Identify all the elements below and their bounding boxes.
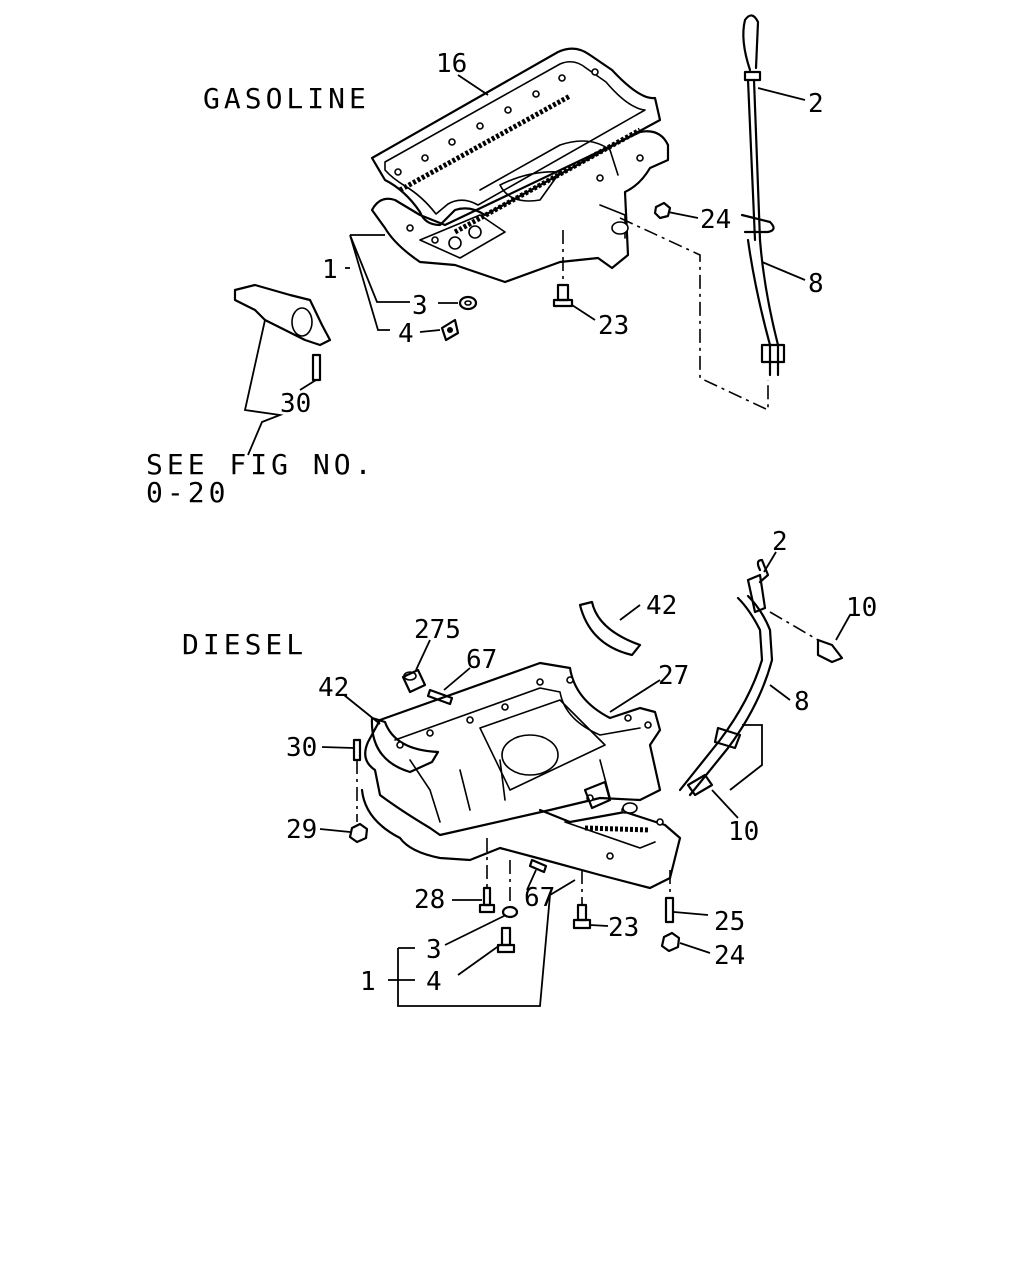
diesel-heading: DIESEL	[182, 628, 307, 661]
label-2-gas: 2	[808, 89, 824, 119]
label-30-diesel: 30	[286, 733, 317, 763]
label-25: 25	[714, 907, 745, 937]
label-67-bottom: 67	[524, 883, 555, 913]
label-42-left: 42	[318, 673, 349, 703]
pin-part-67-bottom	[528, 858, 548, 874]
washer-part-3-diesel	[501, 905, 519, 919]
see-fig-line-2: 0-20	[146, 476, 229, 509]
label-8-diesel: 8	[794, 687, 810, 717]
label-275: 275	[414, 615, 461, 645]
label-2-diesel: 2	[772, 527, 788, 557]
cover-part-30-gas	[233, 283, 332, 456]
label-67-top: 67	[466, 645, 497, 675]
label-27: 27	[658, 661, 689, 691]
label-24-gas: 24	[700, 205, 731, 235]
label-4-gas: 4	[398, 319, 414, 349]
see-fig-line-1: SEE FIG NO.	[146, 448, 375, 481]
oil-pan-gasoline	[370, 130, 670, 284]
dipstick-gasoline	[740, 14, 786, 377]
label-8-gas: 8	[808, 269, 824, 299]
stud-part-25	[664, 870, 675, 924]
oil-pan-diesel	[360, 661, 682, 890]
bolt-part-10-top	[769, 611, 844, 664]
tube-bracket-leader	[729, 724, 763, 791]
label-4-diesel: 4	[426, 967, 442, 997]
gasoline-heading: GASOLINE	[203, 82, 370, 115]
label-30-gas: 30	[280, 389, 311, 419]
drain-plug-part-4-gas	[440, 318, 460, 342]
label-16: 16	[436, 49, 467, 79]
nut-part-29	[348, 822, 369, 844]
seal-part-42-left	[370, 716, 440, 774]
bolt-part-23-diesel	[572, 870, 592, 930]
label-24-diesel: 24	[714, 941, 745, 971]
seal-part-42-top	[578, 600, 642, 657]
label-10-bottom: 10	[728, 817, 759, 847]
label-10-top: 10	[846, 593, 877, 623]
bolt-part-28	[478, 838, 496, 914]
label-1-gas: 1	[322, 255, 338, 285]
label-42-top: 42	[646, 591, 677, 621]
label-29: 29	[286, 815, 317, 845]
diesel-leaders	[319, 551, 851, 1007]
gasoline-leaders	[299, 74, 806, 391]
bolt-part-23-gas	[552, 230, 574, 308]
gasket-part-16	[370, 47, 662, 235]
drain-plug-part-4-diesel	[496, 860, 516, 954]
label-23-gas: 23	[598, 311, 629, 341]
sleeve-part-275	[401, 668, 427, 694]
bolt-part-10-bottom	[686, 773, 714, 797]
nut-part-24-diesel	[660, 931, 681, 953]
label-28: 28	[414, 885, 445, 915]
stud-part-30-diesel	[352, 738, 362, 822]
label-1-diesel: 1	[360, 967, 376, 997]
label-23-diesel: 23	[608, 913, 639, 943]
pin-part-67-top	[426, 688, 454, 706]
label-3-gas: 3	[412, 291, 428, 321]
dipstick-diesel	[678, 558, 774, 797]
gasket-part-3-gas	[458, 295, 478, 311]
nut-part-24-gas	[653, 201, 672, 220]
label-3-diesel: 3	[426, 935, 442, 965]
dipstick-routing-line	[619, 217, 769, 412]
